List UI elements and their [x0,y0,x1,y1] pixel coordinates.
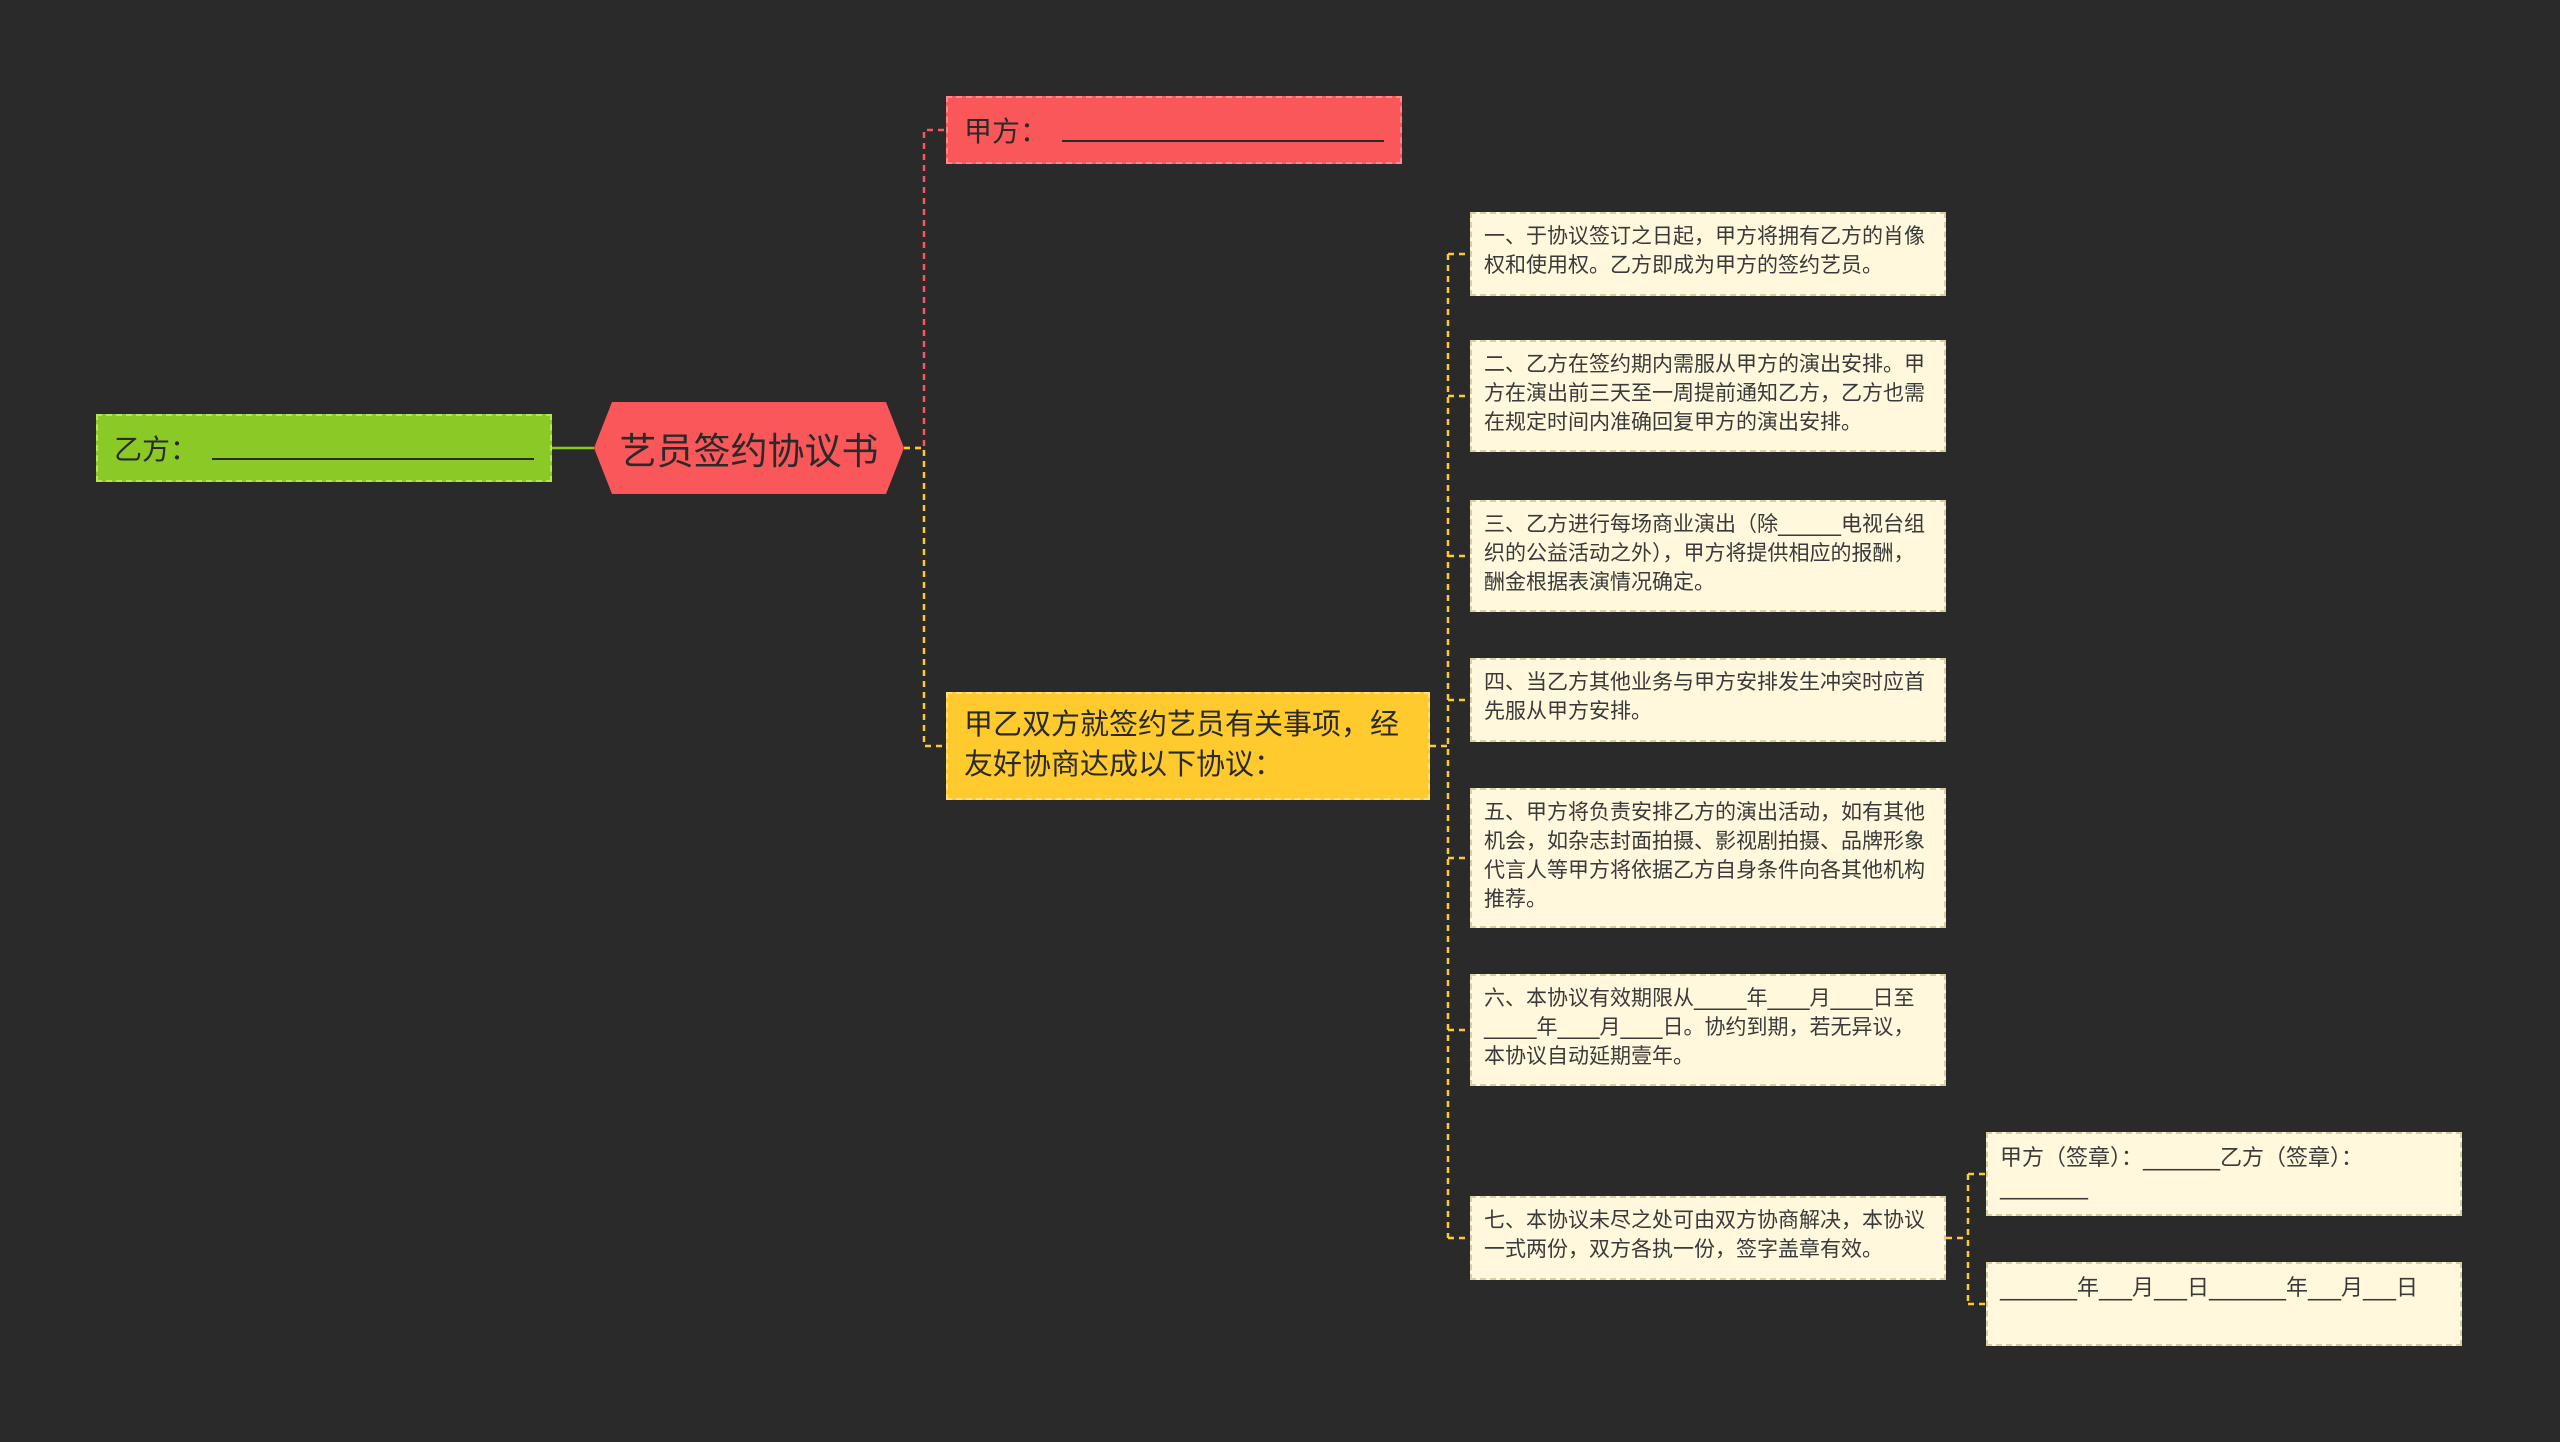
signature-text: 甲方（签章）：_______乙方（签章）：________ [2000,1146,2364,1200]
signature-node-1[interactable]: 甲方（签章）：_______乙方（签章）：________ [1986,1132,2462,1216]
clause-text: 二、乙方在签约期内需服从甲方的演出安排。甲方在演出前三天至一周提前通知乙方，乙方… [1484,352,1925,434]
clause-text: 七、本协议未尽之处可由双方协商解决，本协议一式两份，双方各执一份，签字盖章有效。 [1484,1208,1925,1261]
clause-text: 六、本协议有效期限从_____年____月____日至_____年____月__… [1484,986,1915,1068]
signature-text: _______年___月___日_______年___月___日 [2000,1276,2419,1301]
agreement-node[interactable]: 甲乙双方就签约艺员有关事项，经友好协商达成以下协议： [946,692,1430,800]
clause-text: 三、乙方进行每场商业演出（除______电视台组织的公益活动之外），甲方将提供相… [1484,512,1925,594]
root-title: 艺员签约协议书 [619,430,879,473]
party-a-label: 甲方： [964,115,1049,148]
clause-node-7[interactable]: 七、本协议未尽之处可由双方协商解决，本协议一式两份，双方各执一份，签字盖章有效。 [1470,1196,1946,1280]
clause-node-5[interactable]: 五、甲方将负责安排乙方的演出活动，如有其他机会，如杂志封面拍摄、影视剧拍摄、品牌… [1470,788,1946,928]
clause-text: 一、于协议签订之日起，甲方将拥有乙方的肖像权和使用权。乙方即成为甲方的签约艺员。 [1484,224,1925,277]
party-a-node[interactable]: 甲方： [946,96,1402,164]
signature-node-2[interactable]: _______年___月___日_______年___月___日 [1986,1262,2462,1346]
clause-text: 五、甲方将负责安排乙方的演出活动，如有其他机会，如杂志封面拍摄、影视剧拍摄、品牌… [1484,800,1925,911]
link-root-party-a [904,128,946,450]
agreement-label: 甲乙双方就签约艺员有关事项，经友好协商达成以下协议： [964,707,1400,781]
link-clause7-signatures [1946,1172,1986,1306]
clause-text: 四、当乙方其他业务与甲方安排发生冲突时应首先服从甲方安排。 [1484,670,1925,723]
clause-node-6[interactable]: 六、本协议有效期限从_____年____月____日至_____年____月__… [1470,974,1946,1086]
clause-node-3[interactable]: 三、乙方进行每场商业演出（除______电视台组织的公益活动之外），甲方将提供相… [1470,500,1946,612]
clause-node-1[interactable]: 一、于协议签订之日起，甲方将拥有乙方的肖像权和使用权。乙方即成为甲方的签约艺员。 [1470,212,1946,296]
link-agreement-clauses [1430,254,1450,1238]
root-node[interactable]: 艺员签约协议书 [594,402,904,494]
clause-node-2[interactable]: 二、乙方在签约期内需服从甲方的演出安排。甲方在演出前三天至一周提前通知乙方，乙方… [1470,340,1946,452]
party-b-blank [212,436,534,460]
link-root-agreement [904,446,946,748]
clause-node-4[interactable]: 四、当乙方其他业务与甲方安排发生冲突时应首先服从甲方安排。 [1470,658,1946,742]
party-b-label: 乙方： [114,433,199,466]
party-b-node[interactable]: 乙方： [96,414,552,482]
party-a-blank [1062,118,1384,142]
